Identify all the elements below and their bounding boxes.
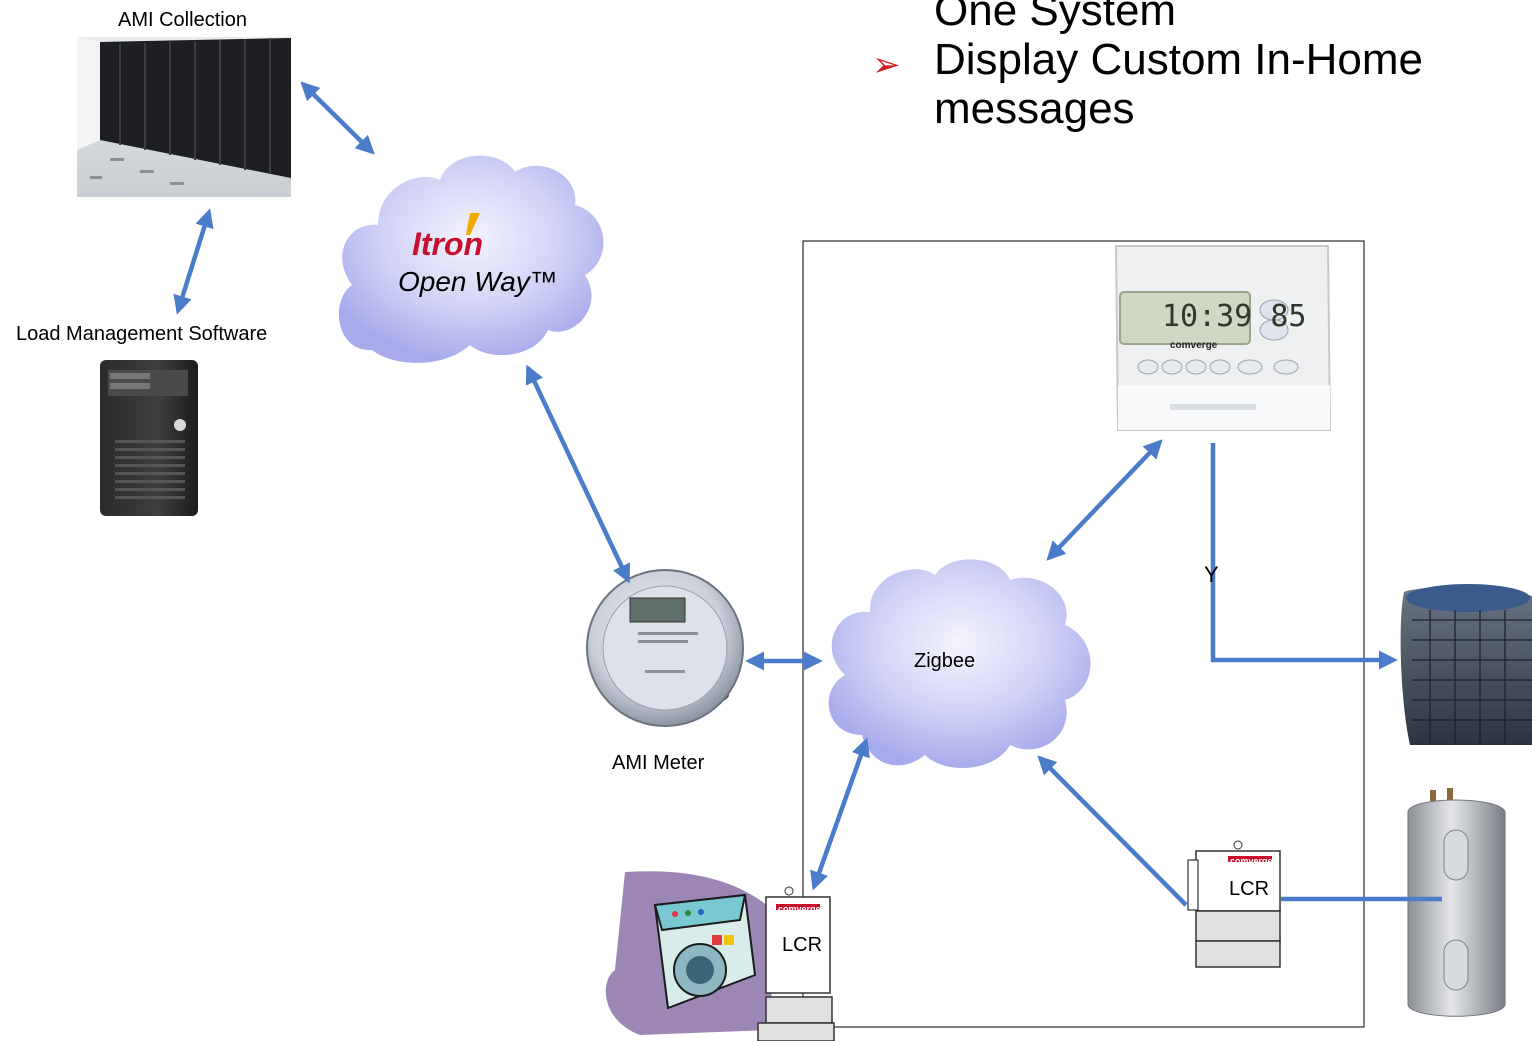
connections [173,81,1442,907]
arrow-collection-software [173,208,214,315]
itron-logo [466,213,480,235]
load-management-label: Load Management Software [16,323,268,345]
ami-collection-label: AMI Collection [118,9,247,31]
bullet-marker-arrow-icon: ➢ [872,46,901,84]
lcr-washer-label: LCR [782,934,823,956]
line-thermostat-ac [1210,443,1398,670]
ac-unit-icon [1400,584,1532,745]
arrow-collection-itron [300,81,375,155]
bullet-text: Display Custom In-Home messages [934,35,1424,133]
bullet-list: One System ➢ Display Custom In-Home mess… [872,0,1532,133]
itron-cloud-icon [338,155,604,363]
lcr-heater-brand-label: comverge [1230,856,1273,866]
arrow-itron-meter [525,364,631,584]
electric-meter-icon [586,569,744,727]
zigbee-cloud-icon [828,559,1091,768]
signal-y-label: Y [1204,562,1219,587]
thermostat-display: 10:39 85 [1162,299,1307,334]
bullet-text: One System [934,0,1177,35]
open-way-label: Open Way™ [398,266,558,297]
home-boundary [802,240,1365,1028]
server-tower-icon [100,360,198,516]
lcr-washer-brand-label: comverge [778,904,821,914]
thermostat-brand-label: comverge [1170,340,1218,351]
lcr-heater-label: LCR [1229,878,1270,900]
arrow-zigbee-lcr-washer [810,737,870,891]
bullet-item: One System [872,0,1532,35]
lcr-switch-icon [1187,840,1281,968]
washer-icon [605,871,775,1035]
bullet-item: ➢ Display Custom In-Home messages [872,35,1532,133]
arrow-zigbee-thermostat [1046,439,1163,561]
zigbee-label: Zigbee [914,650,976,672]
ami-meter-label: AMI Meter [612,752,705,774]
arrow-lcr-heater-zigbee [1037,755,1188,907]
server-room-photo [77,37,291,197]
lcr-switch-icon [757,886,835,1041]
thermostat-icon [1114,245,1332,431]
water-heater-icon [1407,788,1506,1017]
itron-brand-label: Itron [412,226,484,262]
